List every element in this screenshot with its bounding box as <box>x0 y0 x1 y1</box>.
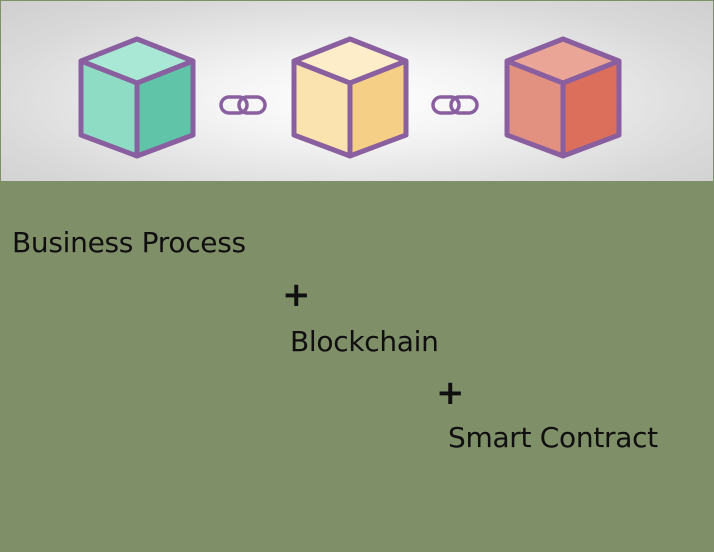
business-process-text: Business Process <box>12 226 246 259</box>
cube-icon <box>78 36 196 159</box>
cube-icon <box>291 36 409 159</box>
chain-link-icon <box>219 95 267 115</box>
chain-link-icon <box>431 95 479 115</box>
blockchain-text: Blockchain <box>290 325 439 358</box>
blockchain-banner <box>0 0 714 182</box>
plus-sign: + <box>282 275 311 315</box>
plus-sign: + <box>436 373 465 413</box>
smart-contract-text: Smart Contract <box>448 421 658 454</box>
blockchain-illustration <box>78 36 622 159</box>
cube-icon <box>504 36 622 159</box>
